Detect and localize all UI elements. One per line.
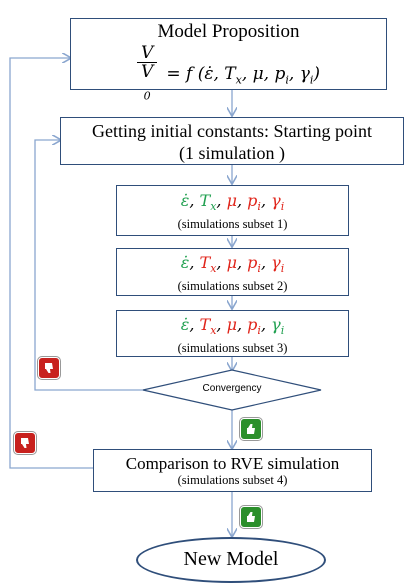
subset-box-3: ε̇, Tx, μ, pi, γi (simulations subset 3) [116, 310, 349, 357]
subset-label: (simulations subset 1) [177, 217, 288, 232]
loop-outer [9, 58, 93, 469]
subset-vars: ε̇, Tx, μ, pi, γi [180, 315, 285, 338]
new-model-label: New Model [183, 548, 279, 570]
subset-box-1: ε̇, Tx, μ, pi, γi (simulations subset 1) [116, 185, 349, 236]
subset-label: (simulations subset 2) [177, 279, 288, 294]
thumbs-up-icon [240, 418, 262, 440]
loop-inner [34, 140, 143, 391]
thumbs-down-icon [14, 432, 36, 454]
convergency-diamond [142, 369, 322, 411]
comparison-line2: (simulations subset 4) [177, 473, 288, 487]
comparison-line1: Comparison to RVE simulation [125, 454, 340, 473]
formula-rhs: = f (ε̇, Tx, μ, pi, γi) [166, 63, 321, 86]
initial-constants-box: Getting initial constants: Starting poin… [60, 117, 404, 165]
initial-constants-line2: (1 simulation ) [179, 143, 285, 163]
thumbs-up-icon [240, 506, 262, 528]
comparison-box: Comparison to RVE simulation (simulation… [93, 449, 372, 492]
model-proposition-title: Model Proposition [157, 21, 300, 42]
subset-label: (simulations subset 3) [177, 341, 288, 356]
new-model-ellipse: New Model [136, 537, 326, 583]
convergency-label: Convergency [202, 383, 262, 394]
thumbs-down-icon [38, 357, 60, 379]
subset-vars: ε̇, Tx, μ, pi, γi [180, 253, 285, 276]
initial-constants-line1: Getting initial constants: Starting poin… [92, 121, 372, 141]
subset-vars: ε̇, Tx, μ, pi, γi [180, 191, 285, 214]
subset-box-2: ε̇, Tx, μ, pi, γi (simulations subset 2) [116, 248, 349, 296]
